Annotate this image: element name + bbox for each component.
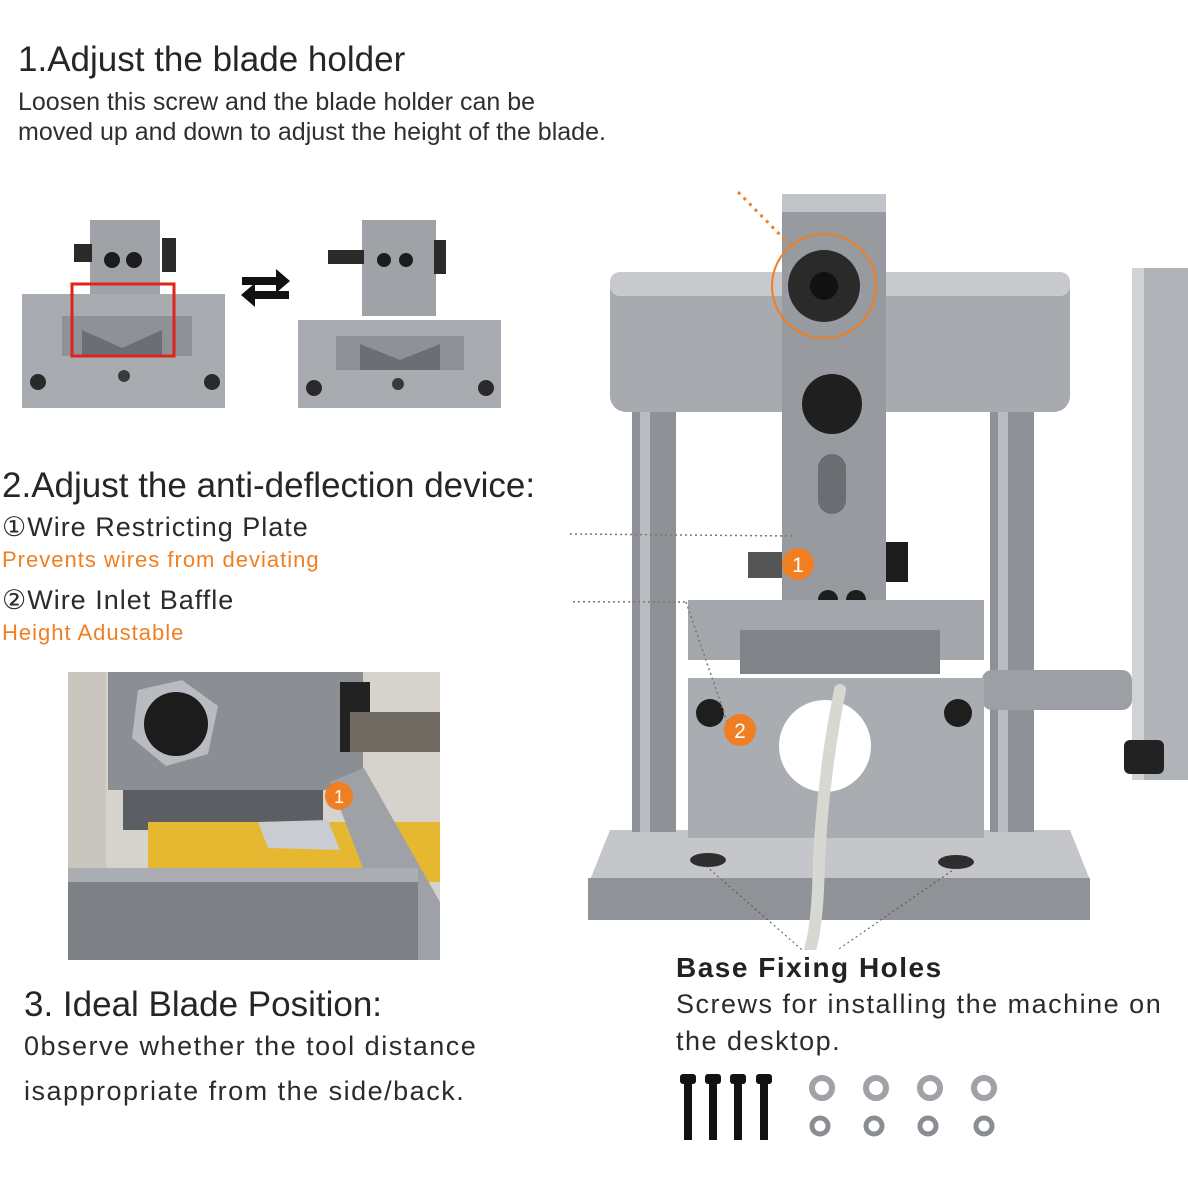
wire-restricting-plate-label: ①Wire Restricting Plate xyxy=(2,512,309,542)
base-fixing-holes-title: Base Fixing Holes xyxy=(676,952,943,983)
blade-holder-after-photo xyxy=(298,220,501,408)
section3-description: 0bserve whether the tool distance isappr… xyxy=(24,1031,478,1106)
base-fixing-holes-description: Screws for installing the machine on the… xyxy=(676,989,1163,1056)
screw-leader-line xyxy=(734,190,792,247)
highlight-box xyxy=(70,282,176,358)
blade-holder-before-photo xyxy=(22,220,225,408)
marker-1-closeup xyxy=(325,782,353,810)
blade-closeup-photo: 1 xyxy=(68,672,440,960)
marker-2 xyxy=(724,714,756,746)
screws-and-washers-photo xyxy=(680,1074,997,1140)
machine-photo: 1 2 xyxy=(570,190,1188,950)
section1-description: Loosen this screw and the blade holder c… xyxy=(18,88,606,146)
svg-text:1: 1 xyxy=(792,554,804,577)
svg-text:1: 1 xyxy=(334,787,344,807)
wire-inlet-baffle-note: Height Adustable xyxy=(2,620,185,645)
svg-text:2: 2 xyxy=(734,720,746,743)
base-hole-left xyxy=(690,853,726,867)
marker-1 xyxy=(782,548,814,580)
wire-inlet-baffle-label: ②Wire Inlet Baffle xyxy=(2,585,235,615)
wire-restricting-plate-note: Prevents wires from deviating xyxy=(2,547,320,572)
swap-arrows-icon xyxy=(241,269,290,307)
section2-title: 2.Adjust the anti-deflection device: xyxy=(2,466,536,505)
screw-highlight-ring xyxy=(771,233,877,339)
section3-title: 3. Ideal Blade Position: xyxy=(24,985,383,1024)
base-hole-right xyxy=(938,855,974,869)
section1-title: 1.Adjust the blade holder xyxy=(18,40,406,79)
